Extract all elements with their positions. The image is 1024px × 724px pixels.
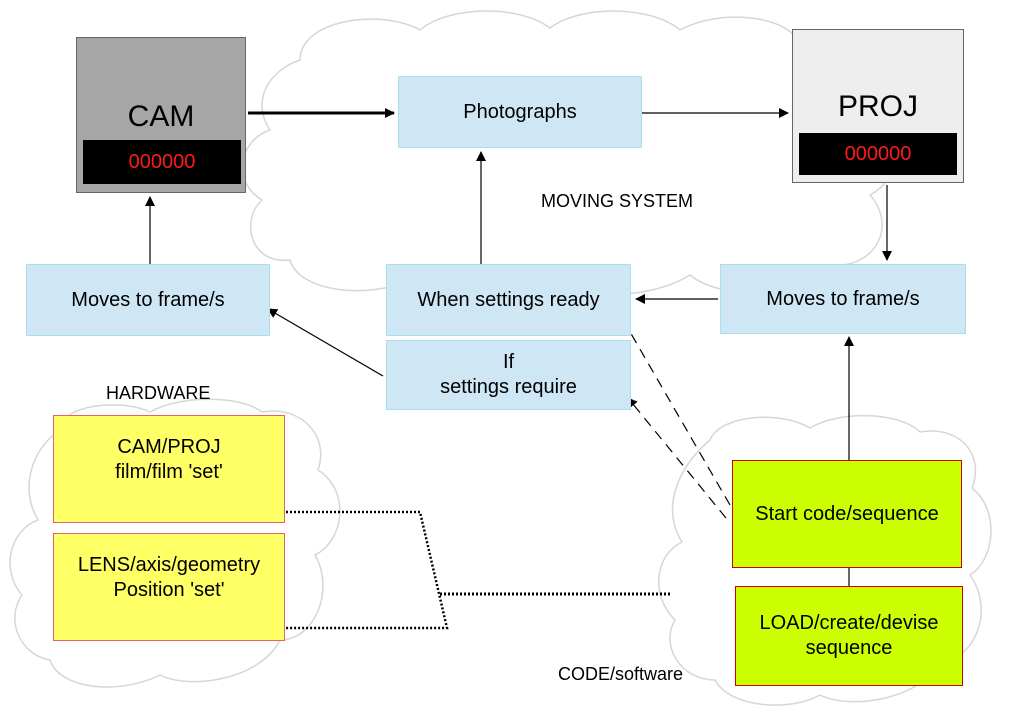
cam-frame-counter: 000000 (83, 140, 241, 184)
hardware-label: HARDWARE (106, 383, 211, 403)
proj-frame-counter: 000000 (799, 133, 957, 175)
load-sequence-line1: LOAD/create/devise (759, 612, 939, 634)
start-code-node: Start code/sequence (732, 460, 962, 568)
lens-set-line1: LENS/axis/geometry (77, 554, 261, 576)
if-settings-require-node: If settings require (386, 340, 631, 410)
load-sequence-line2: sequence (805, 637, 893, 659)
moving-system-label: MOVING SYSTEM (541, 191, 694, 211)
lens-set-node: LENS/axis/geometry Position 'set' (53, 533, 285, 641)
load-sequence-node: LOAD/create/devise sequence (735, 586, 963, 686)
photographs-node: Photographs (398, 76, 642, 148)
lens-set-line2: Position 'set' (113, 579, 225, 601)
when-settings-ready-node: When settings ready (386, 264, 631, 336)
film-set-line2: film/film 'set' (115, 461, 223, 483)
film-set-line1: CAM/PROJ (117, 436, 221, 458)
start-code-to-settings-require-dashed-arrow (627, 397, 727, 519)
if-settings-require-line1: If (502, 351, 515, 373)
start-code-to-settings-ready-dashed-arrow (621, 317, 731, 506)
cam-moves-node: Moves to frame/s (26, 264, 270, 336)
cam-device: CAM 000000 (76, 37, 246, 193)
proj-title: PROJ (837, 90, 918, 123)
if-settings-require-line2: settings require (440, 376, 577, 398)
proj-device: PROJ 000000 (792, 29, 964, 183)
settings-require-to-cam-moves-arrow (267, 308, 384, 377)
code-software-label: CODE/software (558, 664, 684, 684)
cam-title: CAM (127, 100, 195, 133)
proj-moves-node: Moves to frame/s (720, 264, 966, 334)
film-set-node: CAM/PROJ film/film 'set' (53, 415, 285, 523)
film-set-dotted-link (190, 510, 449, 630)
